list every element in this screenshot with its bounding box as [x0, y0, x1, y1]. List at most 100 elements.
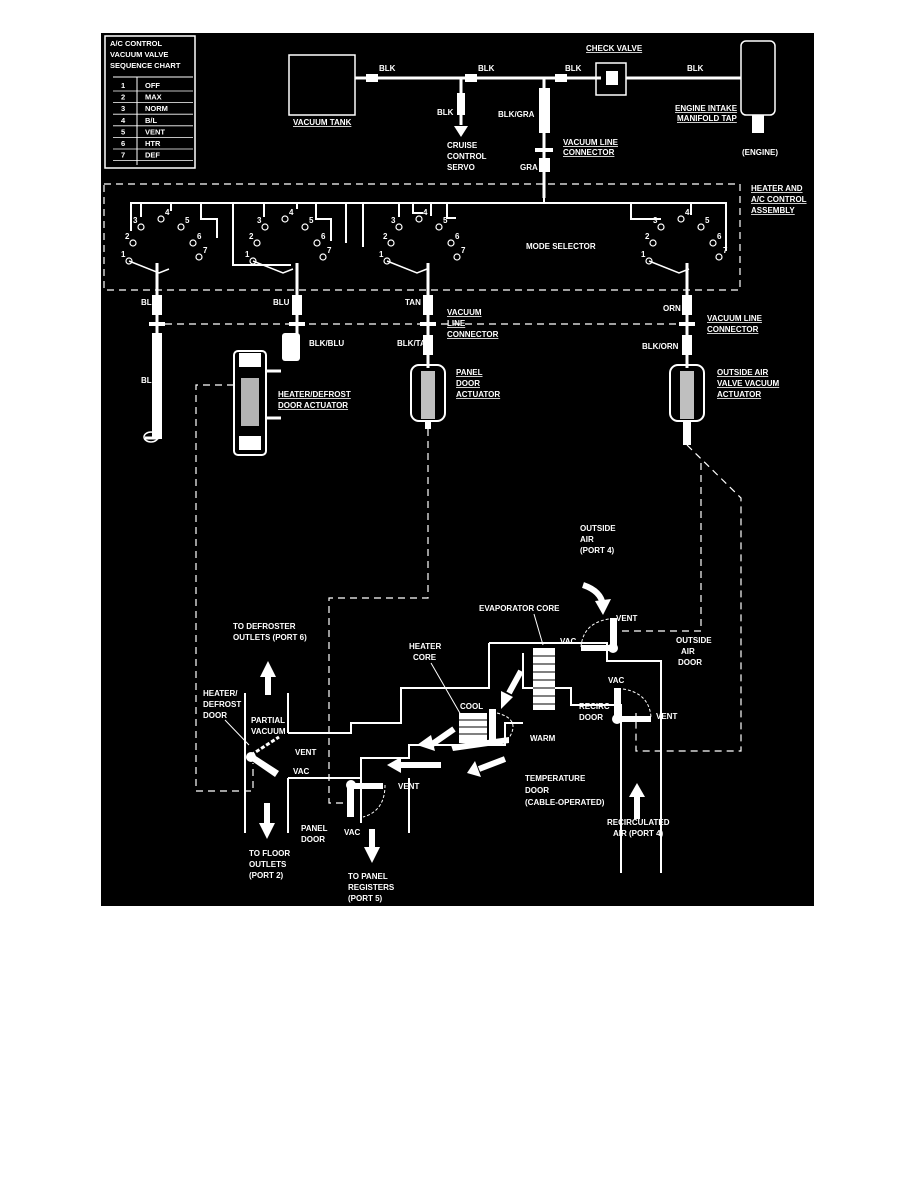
selector-port-number: 5: [309, 216, 314, 225]
registers-label-3: (PORT 5): [348, 894, 383, 903]
chart-row-number: 2: [121, 93, 125, 102]
hd-door-linkage: [195, 384, 254, 792]
hose-label-blk-2: BLK: [478, 64, 495, 73]
cruise-label-1: CRUISE: [447, 141, 478, 150]
recirc-air-label-2: AIR (PORT 4): [613, 829, 664, 838]
selector-port: [261, 223, 269, 231]
selector-port-number: 4: [289, 208, 294, 217]
selector-port: [313, 239, 321, 247]
outside-air-label-3: (PORT 4): [580, 546, 615, 555]
chart-row-mode: NORM: [145, 104, 168, 113]
vacuum-system-diagram: A/C CONTROL VACUUM VALVE SEQUENCE CHART …: [103, 35, 807, 903]
chart-row-mode: B/L: [145, 116, 158, 125]
panel-door-label-2: DOOR: [301, 835, 325, 844]
panel-door-label-1: PANEL: [301, 824, 328, 833]
selector-port-number: 2: [383, 232, 388, 241]
vacuum-diagram-panel: A/C CONTROL VACUUM VALVE SEQUENCE CHART …: [101, 33, 814, 906]
selector-port: [301, 223, 309, 231]
outside-air-label-1: OUTSIDE: [580, 524, 616, 533]
selector-port: [697, 223, 705, 231]
panel-actuator-label-2: DOOR: [456, 379, 480, 388]
vac-label-hd: VAC: [293, 767, 310, 776]
selector-port-number: 3: [257, 216, 262, 225]
selector-port-number: 1: [641, 250, 646, 259]
registers-label-1: TO PANEL: [348, 872, 388, 881]
selector-port: [253, 239, 261, 247]
vlc-top-label-2: CONNECTOR: [563, 148, 615, 157]
panel-door: [347, 783, 354, 817]
selector-port-number: 6: [321, 232, 326, 241]
selector-manifold: [130, 198, 727, 266]
selector-port-number: 4: [685, 208, 690, 217]
engine-intake-manifold-tap: [740, 40, 776, 116]
selector-port: [189, 239, 197, 247]
cool-label: COOL: [460, 702, 483, 711]
check-valve-label: CHECK VALVE: [586, 44, 643, 53]
recirc-air-label-1: RECIRCULATED: [607, 818, 670, 827]
selector-port-number: 6: [717, 232, 722, 241]
hose-label-tan: TAN: [405, 298, 421, 307]
engine-label: (ENGINE): [742, 148, 778, 157]
panel-registers-arrow: [364, 847, 380, 863]
oa-door-label-2: AIR: [681, 647, 695, 656]
vent-label-hd: VENT: [295, 748, 316, 757]
vlc-right-label-2: CONNECTOR: [707, 325, 759, 334]
defroster-arrow: [260, 661, 276, 677]
selector-port: [415, 215, 423, 223]
selector-port-number: 1: [121, 250, 126, 259]
warm-label: WARM: [530, 734, 556, 743]
hd-actuator-label-1: HEATER/DEFROST: [278, 390, 351, 399]
selector-port-number: 3: [133, 216, 138, 225]
vacuum-line-connector-top: [535, 148, 553, 152]
cruise-servo-arrow: [454, 126, 468, 137]
selector-port: [435, 223, 443, 231]
hose-label-blk-3: BLK: [565, 64, 582, 73]
partial-label-1: PARTIAL: [251, 716, 285, 725]
recirc-door-label-1: RECIRC: [579, 702, 610, 711]
hose-label-blk-6: BLK: [141, 376, 158, 385]
panel-door-linkage: [328, 429, 429, 804]
partial-label-2: VACUUM: [251, 727, 286, 736]
hd-door-label-2: DEFROST: [203, 700, 241, 709]
defroster-label-1: TO DEFROSTER: [233, 622, 296, 631]
oa-door-linkage: [621, 463, 702, 632]
panel-actuator-label-3: ACTUATOR: [456, 390, 500, 399]
selector-port-number: 7: [203, 246, 208, 255]
hose-label-orn: ORN: [663, 304, 681, 313]
hose-label-blk-4: BLK: [687, 64, 704, 73]
chart-row-mode: VENT: [145, 127, 165, 136]
selector-port-number: 7: [327, 246, 332, 255]
oa-actuator-label-2: VALVE VACUUM: [717, 379, 780, 388]
chart-title-2: VACUUM VALVE: [110, 50, 168, 59]
hd-door-label-1: HEATER/: [203, 689, 238, 698]
selector-port: [195, 253, 203, 261]
chart-row-number: 6: [121, 139, 125, 148]
vlc-top-label-1: VACUUM LINE: [563, 138, 619, 147]
selector-port-number: 1: [379, 250, 384, 259]
hose-label-blu: BLU: [273, 298, 290, 307]
selector-port: [129, 239, 137, 247]
selector-port: [395, 223, 403, 231]
defroster-label-2: OUTLETS (PORT 6): [233, 633, 307, 642]
chart-title-3: SEQUENCE CHART: [110, 61, 181, 70]
selector-port-number: 3: [653, 216, 658, 225]
selector-port-number: 5: [443, 216, 448, 225]
vacuum-tank: [288, 54, 356, 116]
oa-actuator-label-3: ACTUATOR: [717, 390, 761, 399]
selector-port-number: 2: [125, 232, 130, 241]
oa-door-label-3: DOOR: [678, 658, 702, 667]
floor-label-2: OUTLETS: [249, 860, 287, 869]
selector-port: [387, 239, 395, 247]
recirc-door: [614, 688, 621, 722]
registers-label-2: REGISTERS: [348, 883, 395, 892]
vacuum-tank-label: VACUUM TANK: [293, 118, 352, 127]
selector-port-number: 7: [723, 246, 728, 255]
selector-port: [157, 215, 165, 223]
vlc-right-label-1: VACUUM LINE: [707, 314, 763, 323]
chart-row-mode: MAX: [145, 93, 162, 102]
heater-ac-label-1: HEATER AND: [751, 184, 803, 193]
recirc-door-linkage: [635, 444, 742, 752]
